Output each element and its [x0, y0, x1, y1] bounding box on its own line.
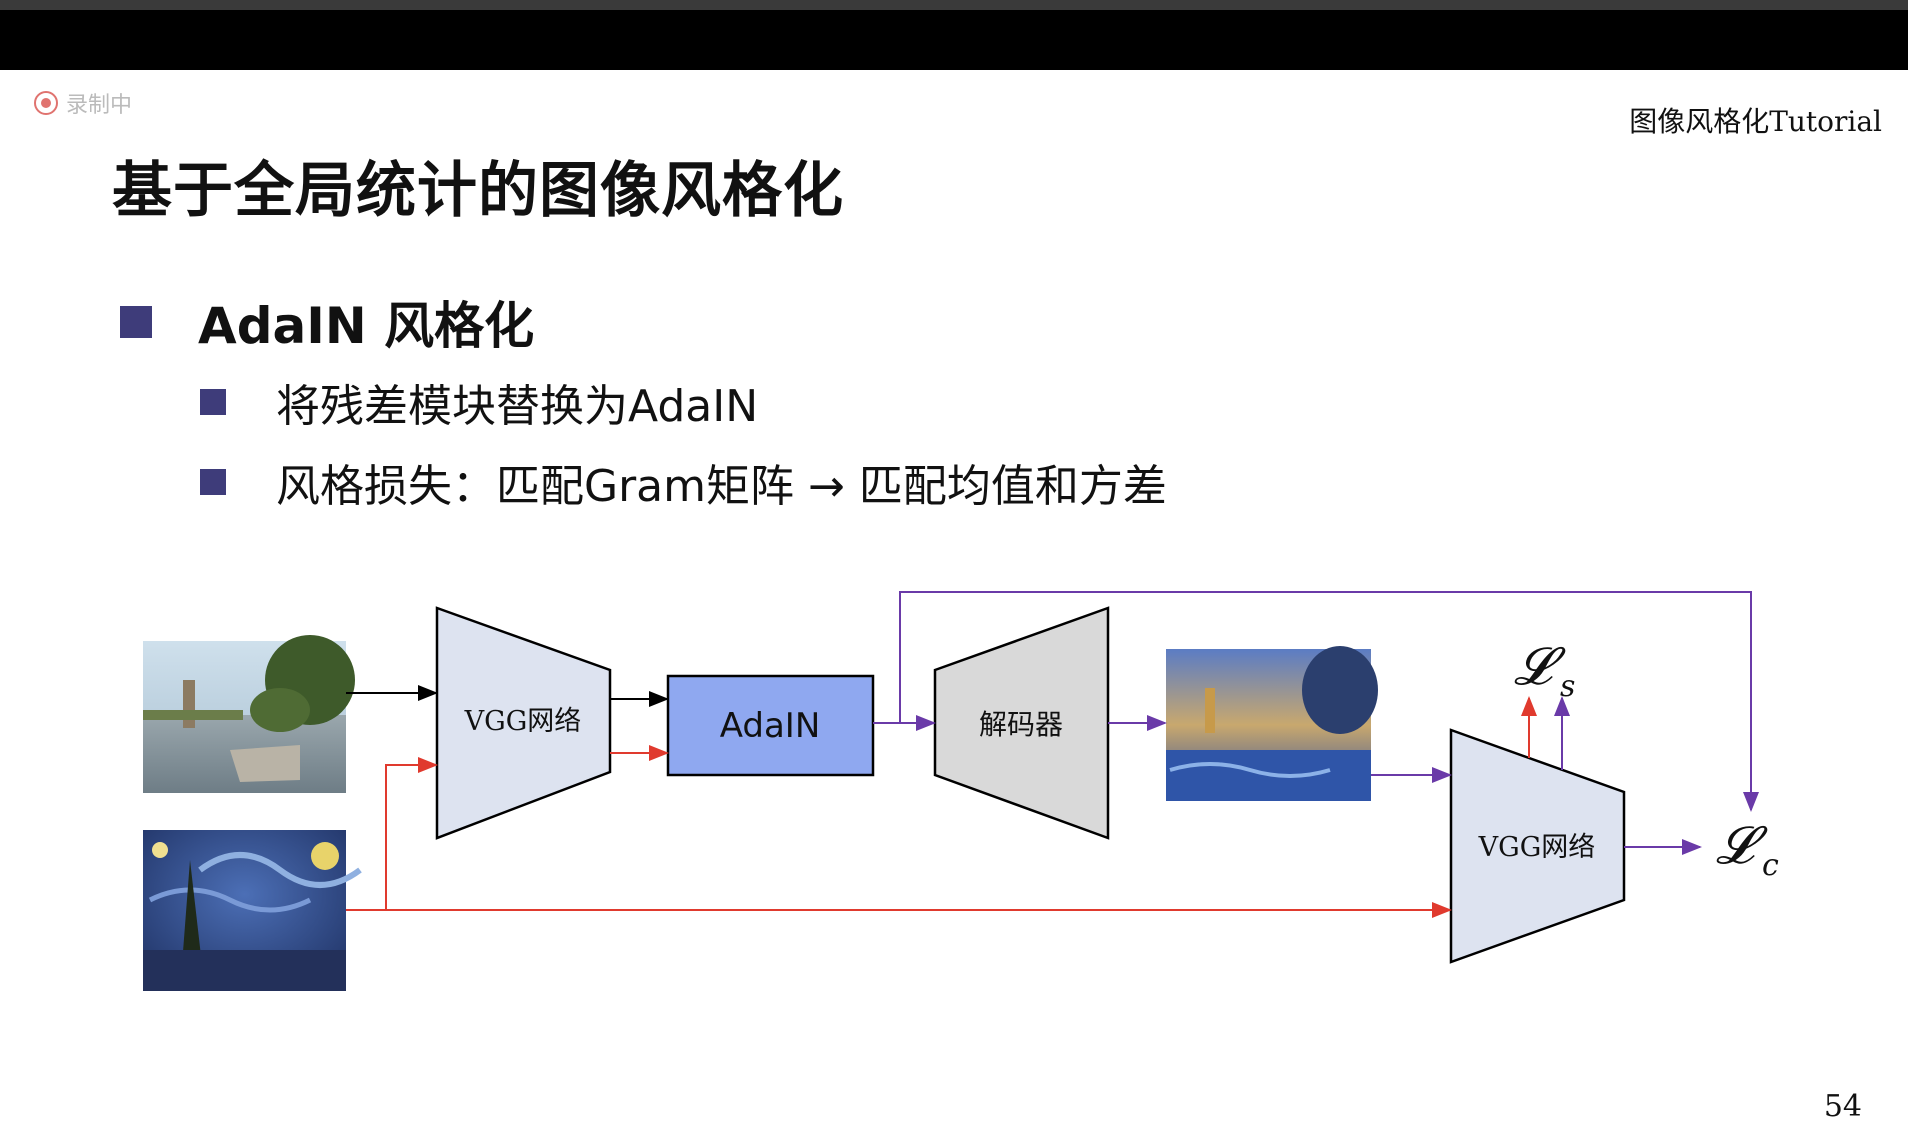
sub-bullet-text: 将残差模块替换为AdaIN: [276, 381, 759, 432]
adain-label: AdaIN: [720, 706, 821, 746]
slide-title: 基于全局统计的图像风格化: [112, 156, 844, 226]
main-bullet: AdaIN 风格化: [120, 286, 534, 358]
style-loss-symbol: 𝓛: [1514, 637, 1566, 697]
bullet-square-icon: [120, 306, 152, 338]
page-number: 54: [1823, 1089, 1862, 1124]
content-photo-icon: [143, 635, 355, 793]
content-loss-subscript: c: [1762, 848, 1779, 883]
sub-bullet: 风格损失：匹配Gram矩阵 → 匹配均值和方差: [200, 450, 1167, 514]
recording-indicator[interactable]: 录制中: [34, 90, 133, 118]
sub-bullet: 将残差模块替换为AdaIN: [200, 370, 758, 434]
adain-diagram: VGG网络 AdaIN 解码器 VGG网络 𝓛 s 𝓛 c: [143, 591, 1779, 991]
slide: 录制中 图像风格化Tutorial 基于全局统计的图像风格化 AdaIN 风格化…: [0, 70, 1908, 1146]
bullet-square-icon: [200, 469, 226, 495]
recording-label: 录制中: [66, 93, 133, 118]
style-loss-subscript: s: [1560, 669, 1575, 704]
bullet-square-icon: [200, 389, 226, 415]
decoder-trapezoid: [933, 606, 1110, 840]
sub-bullet-text: 风格损失：匹配Gram矩阵 → 匹配均值和方差: [276, 461, 1167, 512]
loss-encoder-label: VGG网络: [1478, 832, 1596, 863]
decoder-label: 解码器: [979, 708, 1063, 741]
content-loss-symbol: 𝓛: [1716, 816, 1768, 876]
target-feature-arrow: [899, 591, 1759, 812]
encoder-label: VGG网络: [464, 706, 582, 737]
window-top-bar: [0, 0, 1908, 10]
loss-encoder-trapezoid: [1449, 728, 1626, 964]
course-title: 图像风格化Tutorial: [1629, 105, 1882, 138]
style-to-encoder-arrow: [346, 757, 438, 911]
main-bullet-text: AdaIN 风格化: [198, 297, 535, 355]
record-icon: [34, 91, 58, 115]
style-photo-icon: [143, 830, 362, 991]
black-bar: [0, 10, 1908, 70]
adain-box: [666, 674, 875, 777]
stylized-output-icon: [1166, 646, 1378, 801]
